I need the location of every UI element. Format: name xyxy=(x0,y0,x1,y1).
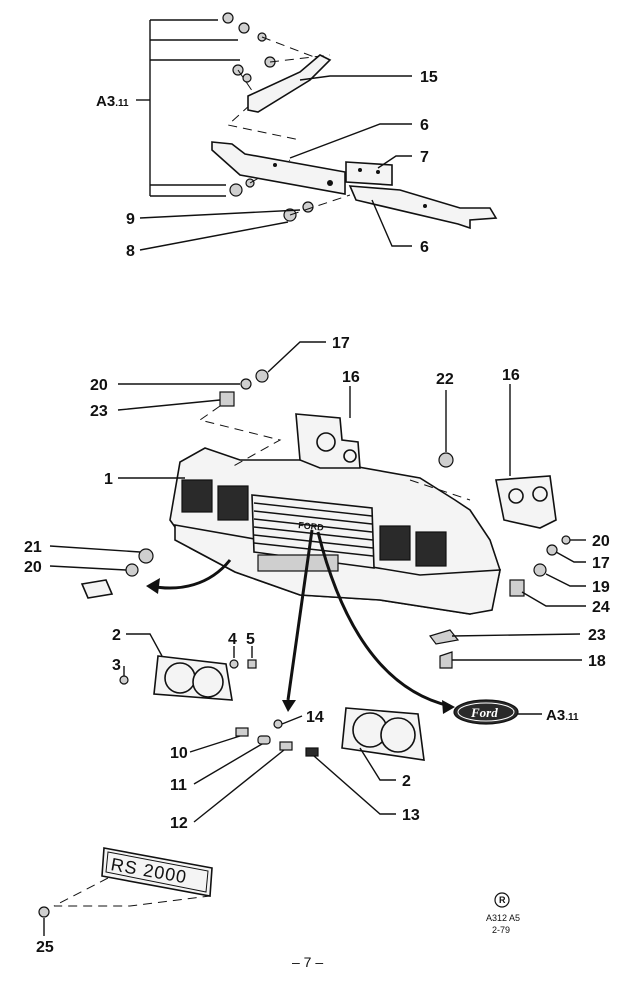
screw-icon xyxy=(546,544,558,556)
callout-24: 24 xyxy=(592,599,610,616)
callout-5: 5 xyxy=(246,631,255,648)
nut-14-icon xyxy=(273,719,283,729)
callout-19: 19 xyxy=(592,579,610,596)
clip-icon xyxy=(219,391,235,407)
callout-25: 25 xyxy=(36,939,54,956)
number-plate-mount xyxy=(257,554,339,572)
clip-13-icon xyxy=(305,747,319,757)
screw-icon xyxy=(255,369,269,383)
lower-parts: 2 3 4 5 2 10 11 12 13 14 xyxy=(36,627,579,956)
screw-icon xyxy=(119,675,129,685)
registered-logo-mark: R xyxy=(499,895,506,905)
grommet-icon xyxy=(438,452,454,468)
callout-17-right: 17 xyxy=(592,555,610,572)
callout-23-right: 23 xyxy=(588,627,606,644)
indicator-lamp-left xyxy=(181,479,213,513)
plate-7 xyxy=(345,161,393,186)
callout-2-left: 2 xyxy=(112,627,121,644)
top-assembly: A3.11 15 6 7 6 9 8 xyxy=(96,12,498,260)
callout-23-top: 23 xyxy=(90,403,108,420)
callout-21: 21 xyxy=(24,539,42,556)
clip-10-icon xyxy=(235,727,249,737)
callout-12: 12 xyxy=(170,815,188,832)
indicator-lamp-right-inner xyxy=(379,525,411,561)
callout-16-left: 16 xyxy=(342,369,360,386)
callout-10: 10 xyxy=(170,745,188,762)
drawing-date: 2-79 xyxy=(492,925,510,935)
callout-16-right: 16 xyxy=(502,367,520,384)
grommet-icon xyxy=(138,548,154,564)
callout-17-top: 17 xyxy=(332,335,350,352)
callout-1: 1 xyxy=(104,471,113,488)
rs2000-number-plate: RS 2000 xyxy=(101,847,213,897)
callout-8: 8 xyxy=(126,243,135,260)
washer-icon xyxy=(125,563,139,577)
clip-11-icon xyxy=(257,735,271,745)
callout-18: 18 xyxy=(588,653,606,670)
headlamp-surround-2-right xyxy=(341,707,425,761)
ford-emblem-text: Ford xyxy=(470,705,498,720)
callout-20-top: 20 xyxy=(90,377,108,394)
registered-logo-icon xyxy=(494,892,510,908)
bracket-icon xyxy=(509,579,525,597)
grille-badge: FORD xyxy=(298,520,325,533)
callout-7: 7 xyxy=(420,149,429,166)
clip-12-icon xyxy=(279,741,293,751)
screw-icon xyxy=(38,906,50,918)
bracket-15 xyxy=(247,54,332,113)
clip-icon xyxy=(429,629,460,645)
indicator-lamp-right xyxy=(415,531,447,567)
headlamp-bracket-16-right xyxy=(495,475,557,529)
headlamp-surround-2-left xyxy=(153,655,233,701)
nut-icon xyxy=(229,659,239,669)
callout-11: 11 xyxy=(170,777,187,794)
callout-2-right: 2 xyxy=(402,773,411,790)
plug-icon xyxy=(533,563,547,577)
ford-emblem xyxy=(453,699,519,725)
page-number: – 7 – xyxy=(292,954,323,970)
drawing-code: A312 A5 xyxy=(486,913,520,923)
indicator-lamp-left-inner xyxy=(217,485,249,521)
front-panel-assembly: FORD 1 17 20 23 16 22 16 xyxy=(24,335,610,714)
callout-20-right: 20 xyxy=(592,533,610,550)
callout-9: 9 xyxy=(126,211,135,228)
ref-a3-badge: A3.11 xyxy=(546,707,579,724)
buffer-icon xyxy=(439,651,453,669)
callout-13: 13 xyxy=(402,807,420,824)
footer: R A312 A5 2-79 – 7 – xyxy=(292,892,520,970)
clip-icon xyxy=(247,659,257,669)
callout-14: 14 xyxy=(306,709,324,726)
nut-icon xyxy=(561,535,571,545)
clip-icon xyxy=(80,579,114,599)
callout-4: 4 xyxy=(228,631,237,648)
washer-icon xyxy=(240,378,252,390)
callout-15: 15 xyxy=(420,69,438,86)
callout-6-lower: 6 xyxy=(420,239,429,256)
callout-3: 3 xyxy=(112,657,121,674)
bracket-6-left xyxy=(211,141,346,195)
bracket-6-right xyxy=(348,185,498,230)
callout-22: 22 xyxy=(436,371,454,388)
ref-a3-top: A3.11 xyxy=(96,93,129,110)
callout-20-left: 20 xyxy=(24,559,42,576)
callout-6-upper: 6 xyxy=(420,117,429,134)
